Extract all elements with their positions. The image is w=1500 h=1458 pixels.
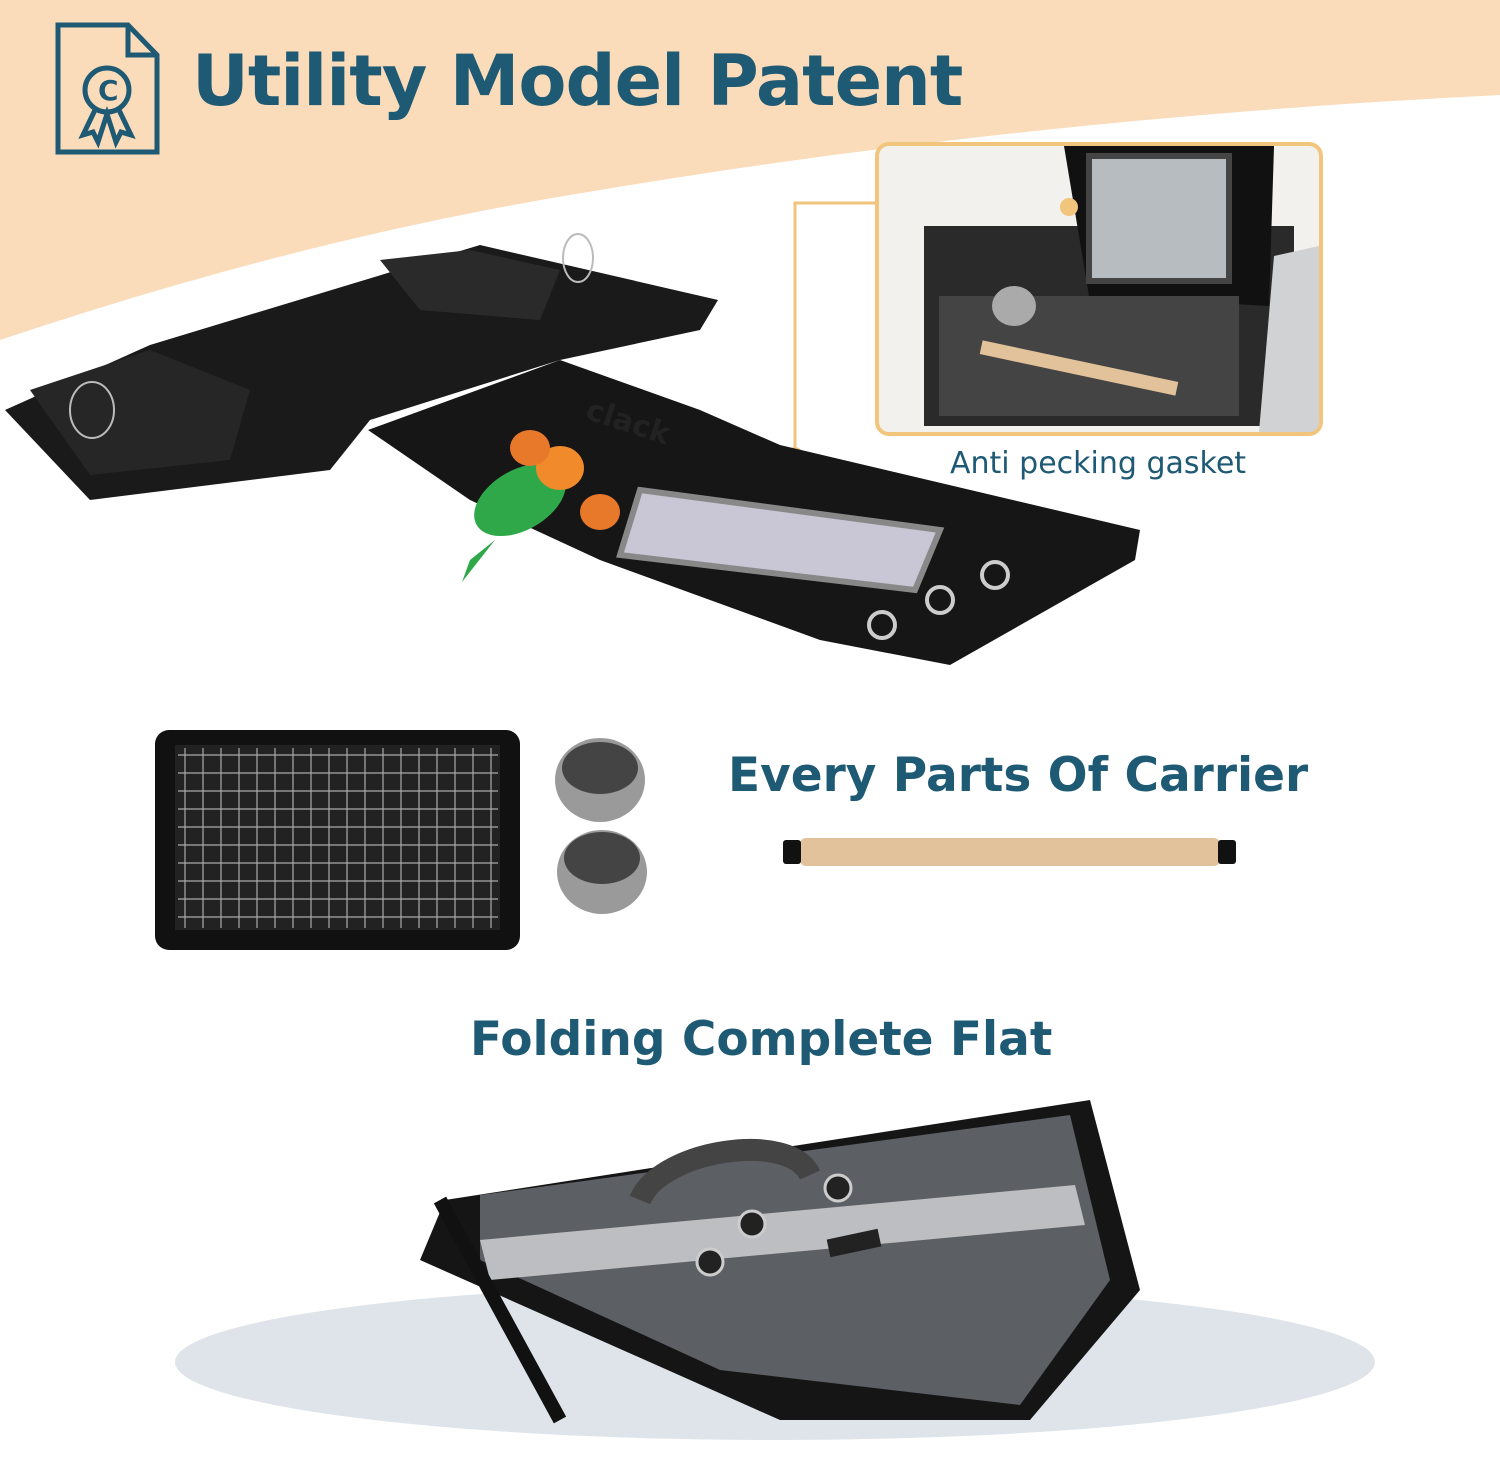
beige-banner: [0, 0, 1500, 340]
folding-heading: Folding Complete Flat: [470, 1012, 1053, 1067]
perch-image: [783, 838, 1236, 866]
parrots-image: [462, 430, 620, 582]
folded-carrier-image: [420, 1100, 1140, 1424]
open-carrier-image: [5, 233, 1140, 665]
patent-certificate-icon: [55, 22, 160, 155]
page-title: Utility Model Patent: [192, 40, 963, 122]
tray-image: [155, 730, 520, 950]
gasket-caption: Anti pecking gasket: [950, 446, 1247, 481]
food-cups-image: [555, 738, 647, 914]
gasket-detail-inset: [875, 142, 1323, 436]
patent-icon-letter: C: [98, 74, 119, 107]
parts-heading: Every Parts Of Carrier: [728, 748, 1309, 803]
carrier-interior-image: [924, 146, 1319, 432]
